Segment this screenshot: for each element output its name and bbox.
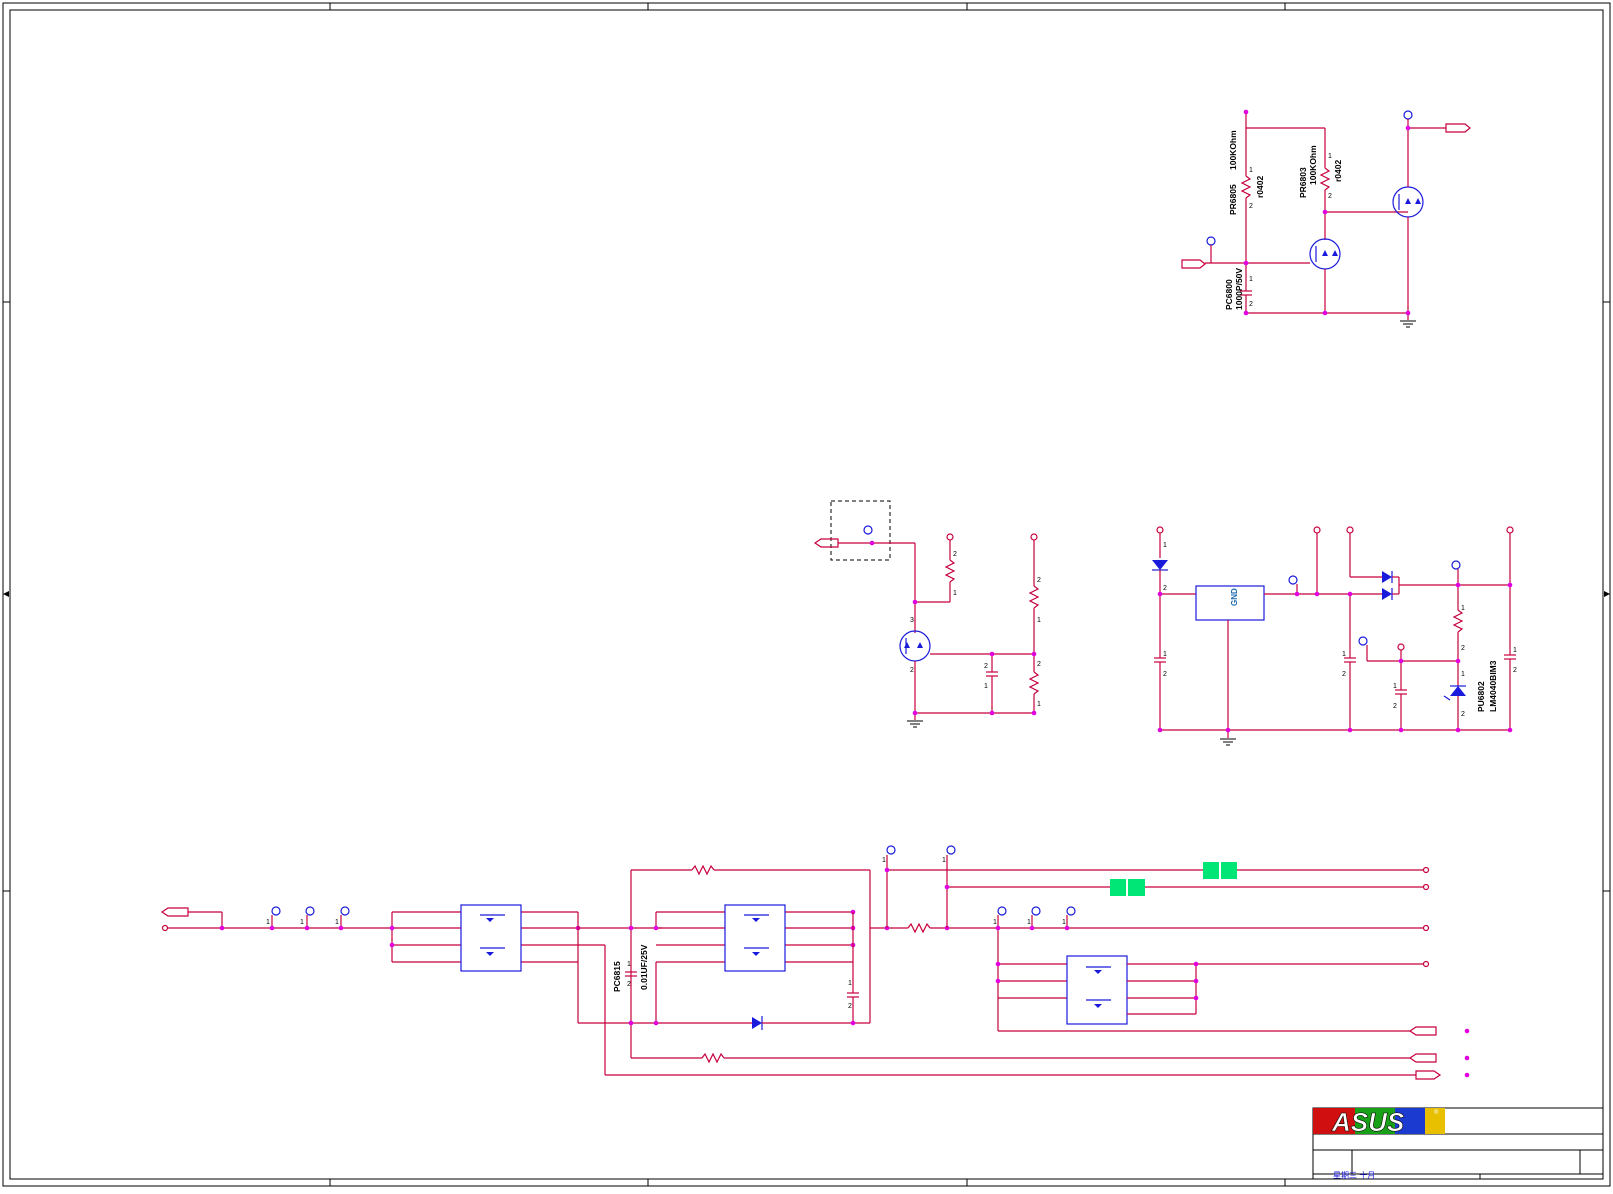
svg-text:1: 1: [1249, 167, 1253, 174]
svg-text:1: 1: [1037, 617, 1041, 624]
svg-text:2: 2: [1163, 585, 1167, 592]
svg-text:1: 1: [953, 590, 957, 597]
mosfet-q1-package: [460, 904, 522, 972]
top-right-circuit: 1 2 1 2 1 2 PR6805 100KOhm r0402 PR6803 …: [1181, 109, 1471, 328]
svg-text:®: ®: [1434, 1109, 1439, 1116]
asus-logo-text: ASUS: [1331, 1107, 1405, 1137]
title-block: ASUS ® 星期三 十月: [1312, 1107, 1604, 1180]
svg-text:1: 1: [1461, 605, 1465, 612]
svg-text:1: 1: [882, 857, 886, 864]
svg-text:1: 1: [335, 919, 339, 926]
svg-text:1: 1: [266, 919, 270, 926]
svg-text:2: 2: [1249, 203, 1253, 210]
svg-text:2: 2: [1342, 671, 1346, 678]
svg-text:1: 1: [1249, 276, 1253, 283]
svg-text:1: 1: [1037, 701, 1041, 708]
middle-circuit: 2 1 2 1 2 1 2 1 3 2: [813, 500, 1041, 728]
svg-text:2: 2: [984, 663, 988, 670]
svg-text:2: 2: [953, 551, 957, 558]
pu6802-ref: PU6802: [1476, 681, 1486, 712]
pc6800-ref: PC6800: [1224, 279, 1234, 310]
svg-text:1: 1: [848, 980, 852, 987]
svg-text:1: 1: [1513, 647, 1517, 654]
svg-text:2: 2: [1249, 301, 1253, 308]
svg-text:1: 1: [1342, 651, 1346, 658]
pr6805-package: r0402: [1255, 176, 1265, 198]
svg-text:2: 2: [1461, 711, 1465, 718]
svg-text:2: 2: [1461, 645, 1465, 652]
svg-text:1: 1: [627, 961, 631, 968]
svg-text:2: 2: [1513, 667, 1517, 674]
svg-text:1: 1: [1163, 651, 1167, 658]
svg-text:1: 1: [1027, 919, 1031, 926]
gnd-block-label: GND: [1230, 588, 1239, 606]
pr6803-ref: PR6803: [1298, 167, 1308, 198]
svg-text:1: 1: [1393, 683, 1397, 690]
pc6815-ref: PC6815: [612, 961, 622, 992]
regulator-ic: [1195, 585, 1265, 621]
svg-text:1: 1: [300, 919, 304, 926]
title-date: 星期三 十月: [1333, 1170, 1375, 1180]
pr6803-value: 100KOhm: [1308, 145, 1318, 185]
svg-text:2: 2: [1037, 577, 1041, 584]
svg-text:3: 3: [910, 617, 914, 624]
power-path-circuit: 1 1 1 PC6815 0.01UF/25V 1 2: [160, 845, 1470, 1080]
pr6803-package: r0402: [1333, 160, 1343, 182]
pr6805-ref: PR6805: [1228, 184, 1238, 215]
svg-text:1: 1: [942, 857, 946, 864]
mosfet-q3-package: [1066, 955, 1128, 1025]
svg-text:2: 2: [848, 1003, 852, 1010]
svg-text:2: 2: [627, 981, 631, 988]
svg-text:1: 1: [1328, 153, 1332, 160]
svg-text:1: 1: [993, 919, 997, 926]
svg-text:1: 1: [1062, 919, 1066, 926]
svg-text:2: 2: [1328, 193, 1332, 200]
svg-text:2: 2: [1163, 671, 1167, 678]
mosfet-q2-package: [724, 904, 786, 972]
svg-text:1: 1: [984, 683, 988, 690]
asus-logo: ASUS ®: [1313, 1107, 1445, 1137]
svg-text:2: 2: [910, 667, 914, 674]
svg-text:2: 2: [1393, 703, 1397, 710]
svg-text:1: 1: [1461, 671, 1465, 678]
regulator-circuit: GND: [1152, 526, 1517, 746]
pu6802-part: LM4040BIM3: [1488, 660, 1498, 712]
pc6815-value: 0.01UF/25V: [639, 944, 649, 990]
pc6800-value: 1000P/50V: [1234, 268, 1244, 310]
svg-text:2: 2: [1037, 661, 1041, 668]
svg-text:1: 1: [1163, 542, 1167, 549]
pr6805-value: 100KOhm: [1228, 130, 1238, 170]
